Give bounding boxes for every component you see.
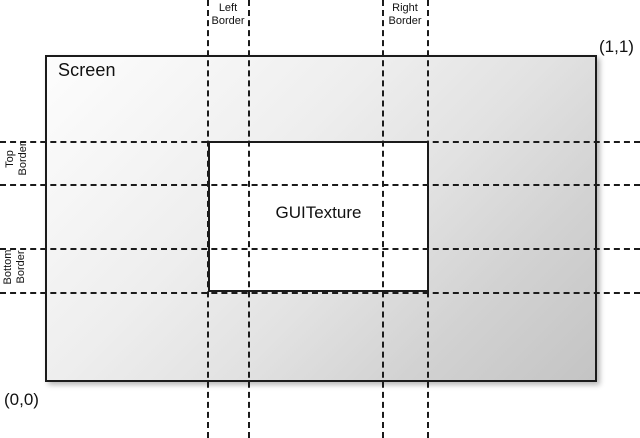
bottom-border-annotation-line1: Bottom <box>2 249 14 285</box>
top-border-annotation-line1: Top <box>4 150 16 168</box>
coordinate-label-top-right: (1,1) <box>599 37 634 56</box>
guide-line-bottom-border-outer <box>0 292 640 294</box>
left-border-annotation: Left Border <box>197 2 259 28</box>
guide-line-right-border-inner <box>382 0 384 438</box>
bottom-border-annotation: Bottom Border <box>2 236 28 298</box>
right-border-annotation-line2: Border <box>388 15 422 27</box>
bottom-border-annotation-line2: Border <box>15 250 27 284</box>
guide-line-top-border-inner <box>0 184 640 186</box>
guide-line-right-border-outer <box>427 0 429 438</box>
guide-line-left-border-outer <box>207 0 209 438</box>
right-border-annotation-line1: Right <box>392 2 418 14</box>
guide-line-left-border-inner <box>248 0 250 438</box>
guitexture-label: GUITexture <box>275 203 362 222</box>
coordinate-label-origin: (0,0) <box>4 390 39 409</box>
screen-label: Screen <box>58 60 116 80</box>
guide-line-bottom-border-inner <box>0 248 640 250</box>
right-border-annotation: Right Border <box>374 2 436 28</box>
top-border-annotation: Top Border <box>4 128 30 190</box>
left-border-annotation-line2: Border <box>211 15 245 27</box>
guide-line-top-border-outer <box>0 141 640 143</box>
guitexture-rectangle <box>208 141 429 292</box>
left-border-annotation-line1: Left <box>218 2 238 14</box>
top-border-annotation-line2: Border <box>17 142 29 176</box>
